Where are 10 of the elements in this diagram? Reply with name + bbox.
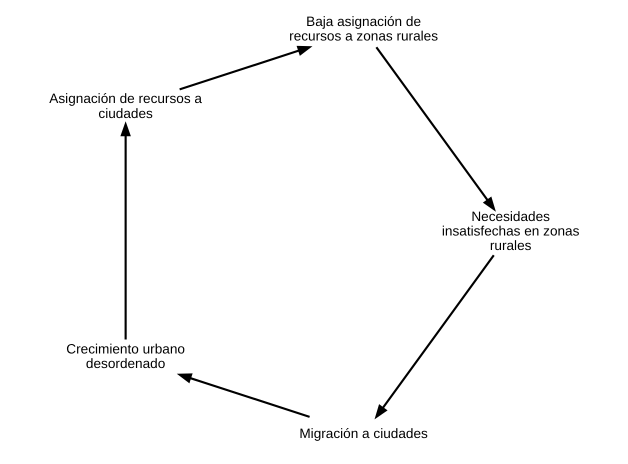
node-text: Crecimiento urbano desordenado xyxy=(66,341,184,371)
node-text: Necesidades insatisfechas en zonas rurales xyxy=(441,209,579,254)
node-text: Baja asignación de recursos a zonas rurales xyxy=(288,14,438,44)
node-text: Migración a ciudades xyxy=(298,426,428,442)
arrow xyxy=(176,373,310,418)
arrow xyxy=(374,254,494,420)
arrow xyxy=(178,46,312,90)
node-text: Asignación de recursos a ciudades xyxy=(48,91,202,121)
arrow xyxy=(120,121,130,340)
arrow xyxy=(375,46,496,212)
